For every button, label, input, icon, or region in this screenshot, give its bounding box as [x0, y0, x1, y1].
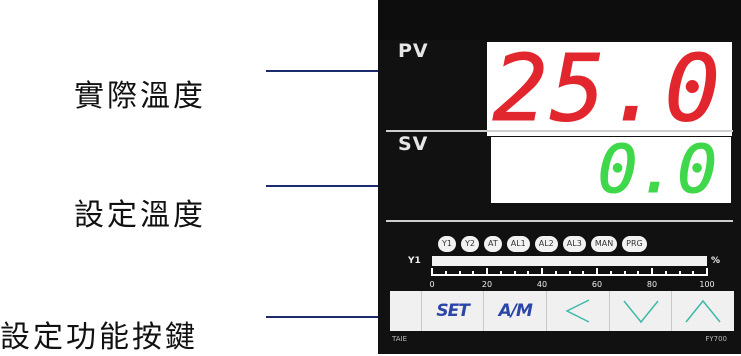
scale-major-tick: [431, 268, 433, 276]
chevron-down-icon: [622, 300, 659, 324]
model-label: FY700: [705, 335, 727, 343]
scale-major-tick: [486, 268, 488, 276]
scale-minor-tick: [582, 271, 585, 276]
up-button[interactable]: [671, 291, 734, 331]
scale-minor-tick: [609, 271, 612, 276]
scale-tick-label: 20: [481, 280, 493, 289]
scale-minor-tick: [692, 271, 695, 276]
output-bar: [432, 256, 707, 266]
sv-display: 0.0: [491, 131, 731, 208]
key-blank[interactable]: [390, 291, 421, 331]
indicator-led-y2: Y2: [460, 236, 479, 252]
shift-left-button[interactable]: [546, 291, 609, 331]
indicator-led-al2: AL2: [534, 236, 558, 252]
sv-value: 0.0: [597, 131, 717, 208]
scale-minor-tick: [513, 271, 516, 276]
scale-minor-tick: [458, 271, 461, 276]
pv-value: 25.0: [492, 35, 722, 142]
pv-label: PV: [398, 40, 429, 62]
scale-minor-tick: [554, 271, 557, 276]
scale-tick-label: 80: [646, 280, 658, 289]
scale-minor-tick: [568, 271, 571, 276]
scale-major-tick: [706, 268, 708, 276]
output-bar-label: Y1: [408, 256, 421, 266]
indicator-led-man: MAN: [590, 236, 618, 252]
scale-major-tick: [541, 268, 543, 276]
indicator-led-al1: AL1: [506, 236, 530, 252]
brand-label: TAIE: [392, 335, 408, 343]
chevron-left-icon: [565, 299, 590, 323]
scale-major-tick: [596, 268, 598, 276]
set-temp-label: 設定溫度: [74, 198, 206, 233]
sv-label: SV: [398, 133, 429, 155]
scale-minor-tick: [472, 271, 475, 276]
divider: [386, 220, 733, 222]
temperature-controller: PV 25.0 SV 0.0 Y1 Y2 AT AL1 AL2 AL3 MAN …: [378, 0, 741, 354]
scale-minor-tick: [527, 271, 530, 276]
indicator-leds: Y1 Y2 AT AL1 AL2 AL3 MAN PRG: [438, 236, 647, 252]
am-button[interactable]: A/M: [483, 291, 546, 331]
pv-display: 25.0: [487, 35, 732, 142]
set-button-label: SET: [436, 301, 469, 321]
scale-tick-label: 0: [429, 280, 435, 289]
scale-tick-label: 40: [536, 280, 548, 289]
actual-temp-label: 實際溫度: [74, 79, 206, 114]
scale-minor-tick: [499, 271, 502, 276]
am-button-label: A/M: [498, 301, 533, 321]
scale-minor-tick: [664, 271, 667, 276]
output-bar-unit: %: [711, 256, 721, 266]
indicator-led-at: AT: [483, 236, 502, 252]
scale-minor-tick: [637, 271, 640, 276]
down-button[interactable]: [608, 291, 672, 331]
scale-minor-tick: [623, 271, 626, 276]
chevron-up-icon: [685, 299, 721, 323]
function-keys-label: 設定功能按鍵: [0, 320, 198, 355]
divider: [386, 130, 733, 132]
indicator-led-al3: AL3: [562, 236, 586, 252]
indicator-led-prg: PRG: [622, 236, 647, 252]
scale-tick-label: 60: [591, 280, 603, 289]
indicator-led-y1: Y1: [438, 236, 456, 252]
keypad: SET A/M: [390, 291, 734, 331]
scale-tick-label: 100: [699, 280, 715, 289]
scale-major-tick: [651, 268, 653, 276]
set-button[interactable]: SET: [420, 291, 484, 331]
scale-minor-tick: [678, 271, 681, 276]
device-top-bezel: [378, 0, 741, 40]
scale-minor-tick: [444, 271, 447, 276]
